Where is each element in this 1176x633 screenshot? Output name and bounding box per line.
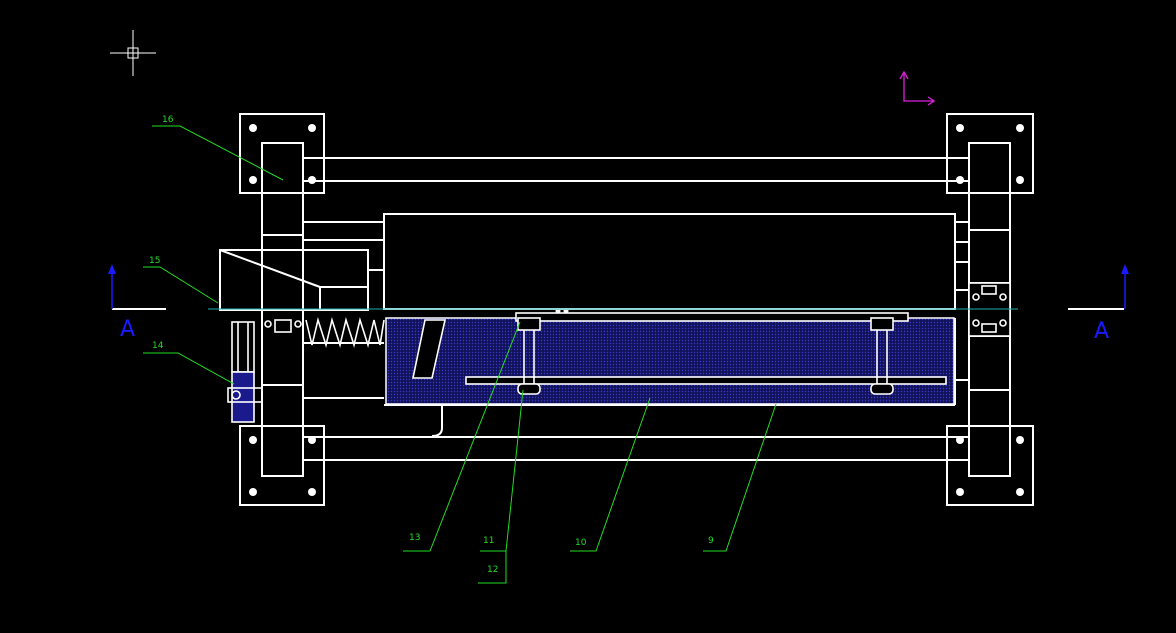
callout-14: 14 <box>152 341 164 351</box>
callout-9: 9 <box>708 536 714 546</box>
hatched-tank-section <box>385 317 955 405</box>
callout-15: 15 <box>149 256 160 266</box>
callout-16: 16 <box>162 115 174 125</box>
mounting-plate-bottom-left <box>239 425 325 506</box>
leader-lines <box>143 125 777 584</box>
rail-top <box>302 157 970 182</box>
crosshair-cursor-icon[interactable] <box>110 30 156 76</box>
callout-labels: 16 15 14 13 11 12 10 9 <box>149 115 714 575</box>
callout-12: 12 <box>487 565 498 575</box>
bolt-holes <box>249 124 1024 496</box>
section-line-a-a <box>108 264 1129 310</box>
mounting-plate-top-right <box>946 113 1034 194</box>
callout-10: 10 <box>575 538 587 548</box>
section-mark-right: A <box>1094 319 1109 344</box>
callout-13: 13 <box>409 533 420 543</box>
ucs-axis-icon <box>899 70 936 106</box>
hopper-box <box>219 249 369 311</box>
mounting-plate-top-left <box>239 113 325 194</box>
rail-bottom <box>302 436 970 461</box>
internal-parts <box>227 282 1011 423</box>
upper-housing <box>383 213 956 310</box>
callout-11: 11 <box>483 536 494 546</box>
section-mark-left: A <box>120 317 135 342</box>
mounting-plate-bottom-right <box>946 425 1034 506</box>
